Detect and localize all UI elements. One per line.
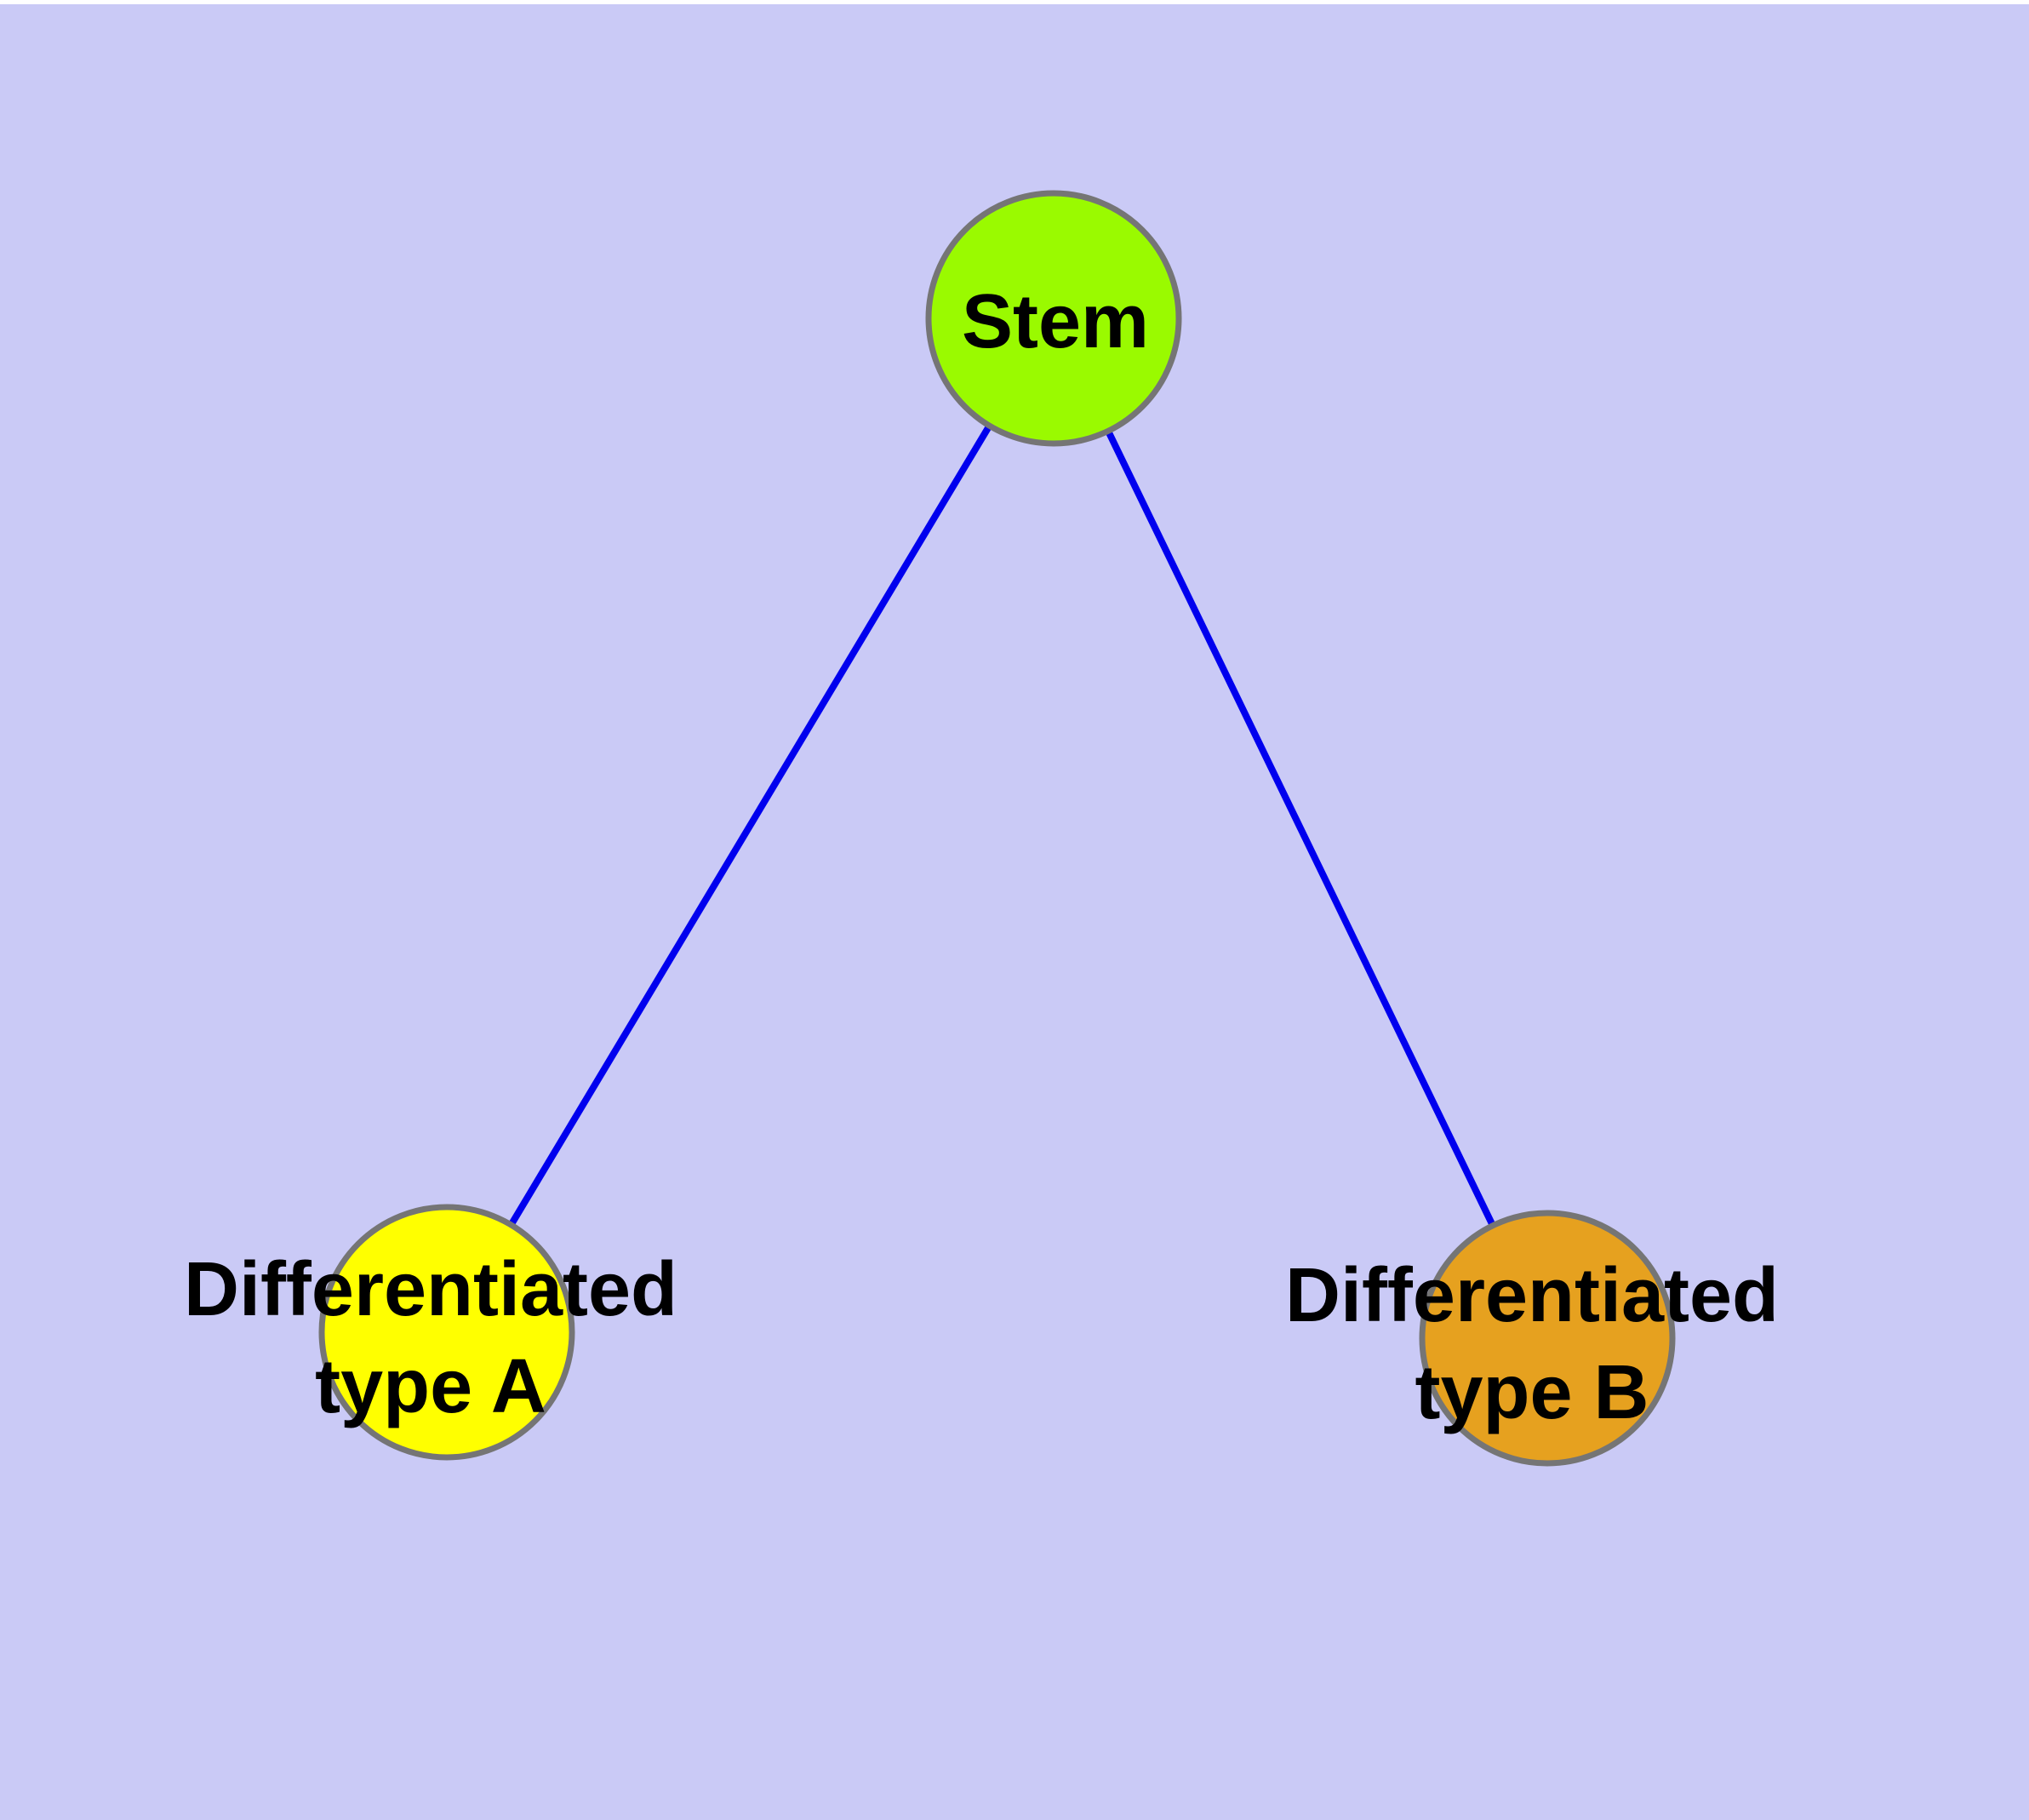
differentiated-type-b-label-line1: Differentiated [1285,1253,1779,1338]
edge-stem-to-type-b [1050,317,1551,1340]
differentiated-type-a-node [318,1204,575,1461]
edge-stem-to-type-a [443,316,1057,1335]
stem-node-label: Stem [962,279,1149,364]
stem-node [925,190,1182,447]
differentiated-type-a-label-line1: Differentiated [184,1247,677,1332]
differentiated-type-a-label-line2: type A [315,1344,546,1429]
differentiated-type-b-label-line2: type B [1415,1350,1649,1435]
differentiated-type-b-node [1419,1210,1676,1467]
